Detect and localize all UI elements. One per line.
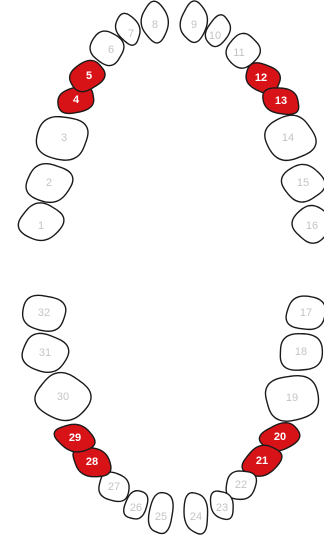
tooth-17[interactable]: 17: [283, 293, 324, 332]
tooth-number-label: 1: [38, 220, 44, 232]
tooth-number-label: 7: [128, 28, 134, 40]
tooth-9[interactable]: 9: [179, 0, 209, 43]
tooth-25[interactable]: 25: [146, 491, 175, 534]
tooth-24[interactable]: 24: [181, 491, 211, 536]
tooth-number-label: 9: [191, 19, 197, 31]
tooth-number-label: 26: [130, 502, 142, 514]
tooth-number-label: 18: [295, 346, 307, 358]
tooth-number-label: 15: [297, 177, 309, 189]
tooth-1[interactable]: 1: [15, 199, 67, 244]
tooth-number-label: 31: [39, 347, 51, 359]
tooth-15[interactable]: 15: [279, 162, 324, 205]
tooth-number-label: 20: [274, 431, 286, 443]
tooth-number-label: 14: [282, 132, 294, 144]
tooth-number-label: 6: [108, 44, 114, 56]
tooth-number-label: 21: [256, 455, 268, 467]
tooth-number-label: 13: [275, 95, 287, 107]
tooth-number-label: 12: [255, 72, 267, 84]
tooth-number-label: 22: [235, 479, 247, 491]
tooth-number-label: 10: [209, 30, 221, 42]
tooth-31[interactable]: 31: [21, 332, 71, 375]
tooth-number-label: 4: [73, 94, 80, 106]
tooth-18[interactable]: 18: [278, 331, 324, 372]
tooth-32[interactable]: 32: [21, 293, 68, 333]
tooth-number-label: 17: [300, 307, 312, 319]
tooth-number-label: 32: [38, 307, 50, 319]
tooth-number-label: 30: [57, 391, 69, 403]
tooth-19[interactable]: 19: [264, 374, 320, 423]
tooth-16[interactable]: 16: [289, 202, 324, 245]
tooth-30[interactable]: 30: [33, 370, 93, 422]
tooth-number-label: 29: [69, 432, 81, 444]
tooth-number-label: 28: [86, 456, 98, 468]
tooth-number-label: 25: [155, 511, 167, 523]
tooth-14[interactable]: 14: [263, 113, 319, 163]
tooth-number-label: 24: [190, 511, 202, 523]
tooth-number-label: 23: [216, 502, 228, 514]
tooth-2[interactable]: 2: [23, 160, 76, 206]
tooth-number-label: 27: [108, 481, 120, 493]
tooth-3[interactable]: 3: [34, 114, 90, 163]
tooth-8[interactable]: 8: [139, 0, 170, 44]
tooth-number-label: 16: [306, 220, 318, 232]
tooth-number-label: 5: [86, 70, 92, 82]
tooth-number-label: 8: [152, 19, 158, 31]
tooth-number-label: 19: [286, 392, 298, 404]
tooth-number-label: 3: [61, 132, 67, 144]
tooth-number-label: 2: [46, 177, 52, 189]
tooth-number-label: 11: [233, 47, 244, 59]
